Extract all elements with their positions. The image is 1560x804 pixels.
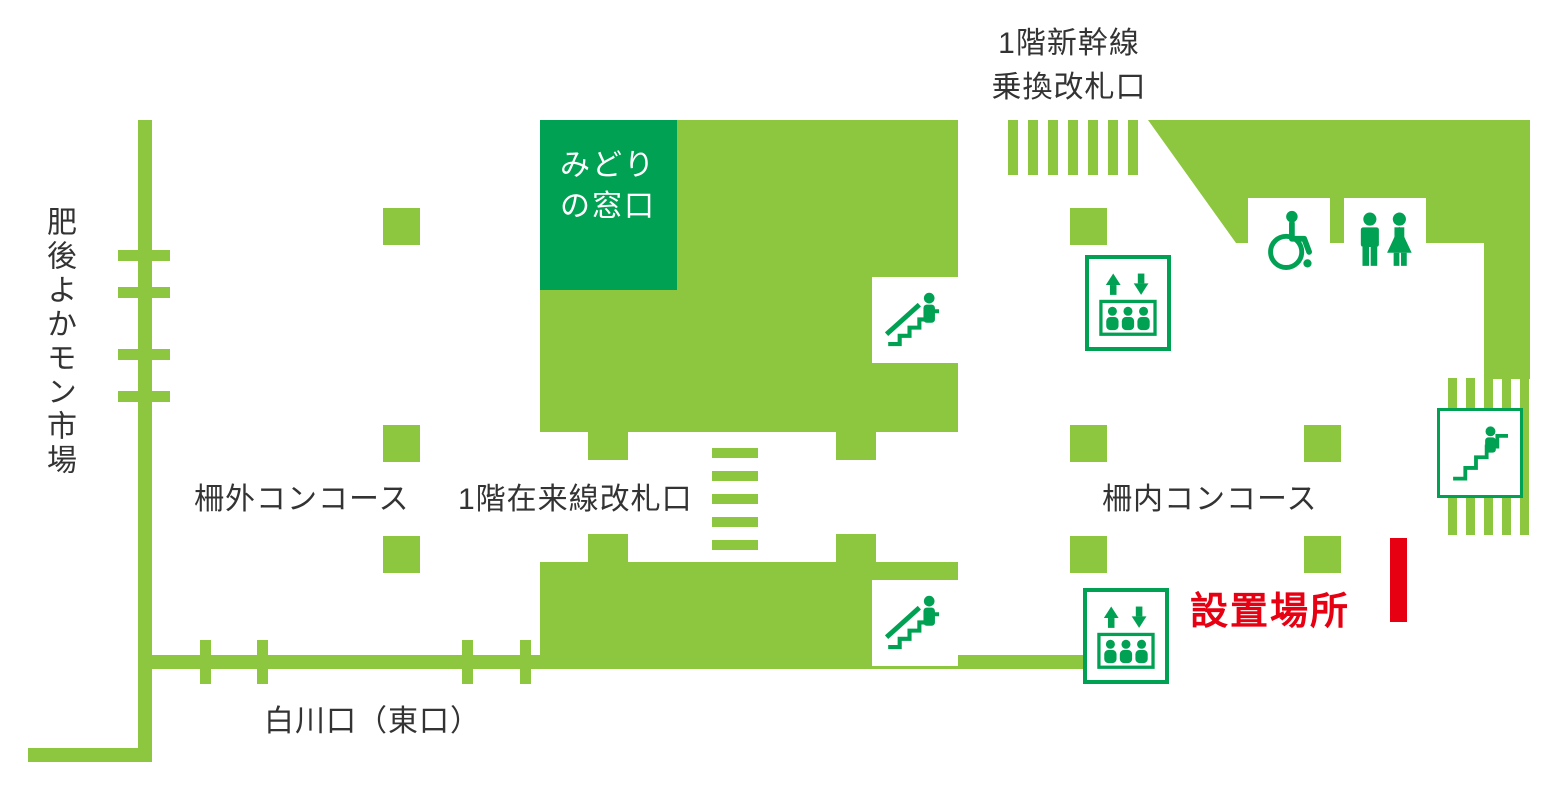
- door-tick: [200, 640, 211, 684]
- installation-marker: [1390, 538, 1407, 622]
- west-wall: [138, 120, 152, 762]
- pillar: [1070, 536, 1107, 573]
- door-tick: [118, 287, 170, 298]
- escalator-icon: [872, 580, 958, 666]
- gate-end-pillar: [836, 432, 876, 460]
- shinkansen-area-block: [1148, 120, 1530, 243]
- elevator-icon: [1085, 255, 1171, 351]
- door-tick: [462, 640, 473, 684]
- restroom-icon: [1344, 198, 1426, 286]
- stairs-icon: [1437, 408, 1523, 498]
- escalator-icon: [872, 277, 958, 363]
- ticket-gate-dashes: [712, 448, 758, 552]
- label-shinkansen-gate: 1階新幹線 乗換改札口: [958, 22, 1180, 109]
- label-shinkansen-gate-line2: 乗換改札口: [991, 70, 1147, 104]
- label-shinkansen-gate-line1: 1階新幹線: [998, 27, 1140, 60]
- door-tick: [257, 640, 268, 684]
- label-outer-concourse: 柵外コンコース: [194, 483, 410, 516]
- midori-window-label-line1: みどり: [560, 149, 656, 182]
- gate-end-pillar: [588, 534, 628, 562]
- door-tick: [520, 640, 531, 684]
- door-tick: [118, 250, 170, 261]
- pillar: [1070, 425, 1107, 462]
- midori-window-label-line2: の窓口: [560, 189, 656, 223]
- door-tick: [118, 349, 170, 360]
- pillar: [383, 208, 420, 245]
- pillar: [1304, 425, 1341, 462]
- southwest-wall: [28, 748, 152, 762]
- label-local-line-gate: 1階在来線改札口: [458, 483, 693, 516]
- gate-end-pillar: [588, 432, 628, 460]
- door-tick: [118, 391, 170, 402]
- label-inner-concourse: 柵内コンコース: [1102, 483, 1318, 516]
- label-installation-spot: 設置場所: [1190, 591, 1351, 633]
- shinkansen-gate-comb: [1008, 120, 1141, 175]
- east-wall: [1484, 243, 1530, 379]
- pillar: [1304, 536, 1341, 573]
- pillar: [383, 536, 420, 573]
- label-market: 肥後よかモン市場: [42, 206, 75, 478]
- gate-end-pillar: [836, 534, 876, 562]
- pillar: [383, 425, 420, 462]
- wheelchair-icon: [1248, 198, 1330, 286]
- elevator-icon: [1083, 588, 1169, 684]
- midori-window-box: みどり の窓口: [540, 120, 677, 290]
- pillar: [1070, 208, 1107, 245]
- label-shirakawa-exit: 白川口（東口）: [264, 705, 481, 738]
